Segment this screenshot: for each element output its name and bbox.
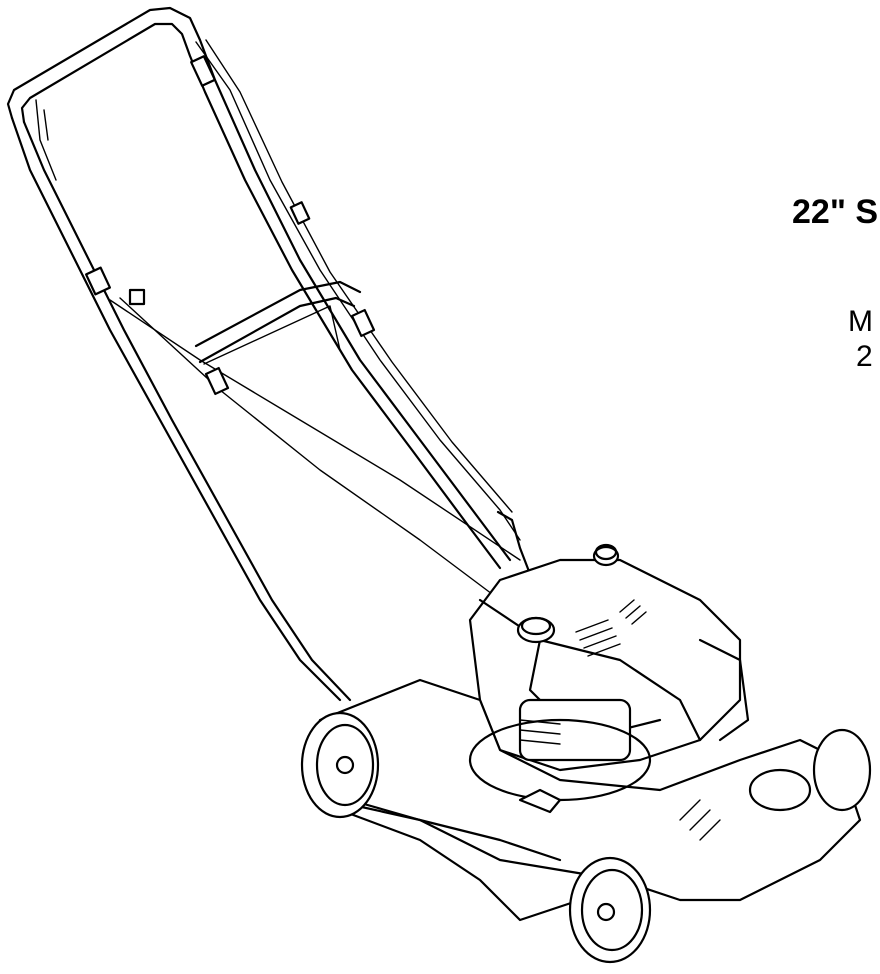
model-code: 2 (856, 340, 873, 373)
product-title: 22" S (792, 193, 879, 231)
handle-frame (6, 6, 512, 702)
mower-deck (308, 678, 862, 922)
control-cables (85, 39, 542, 602)
engine (468, 543, 750, 772)
handle-crossbar (194, 280, 362, 365)
wheels (300, 711, 872, 964)
model-label: M (848, 305, 873, 338)
